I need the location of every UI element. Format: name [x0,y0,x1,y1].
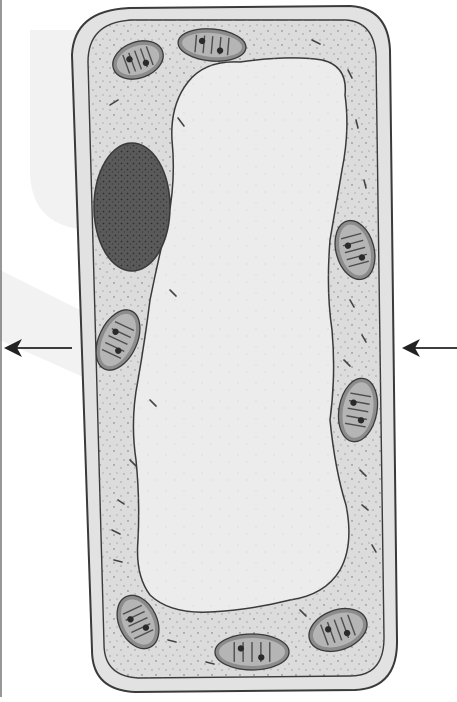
chloroplast [215,634,289,670]
right-arrow [402,339,457,357]
nucleus [94,143,170,271]
